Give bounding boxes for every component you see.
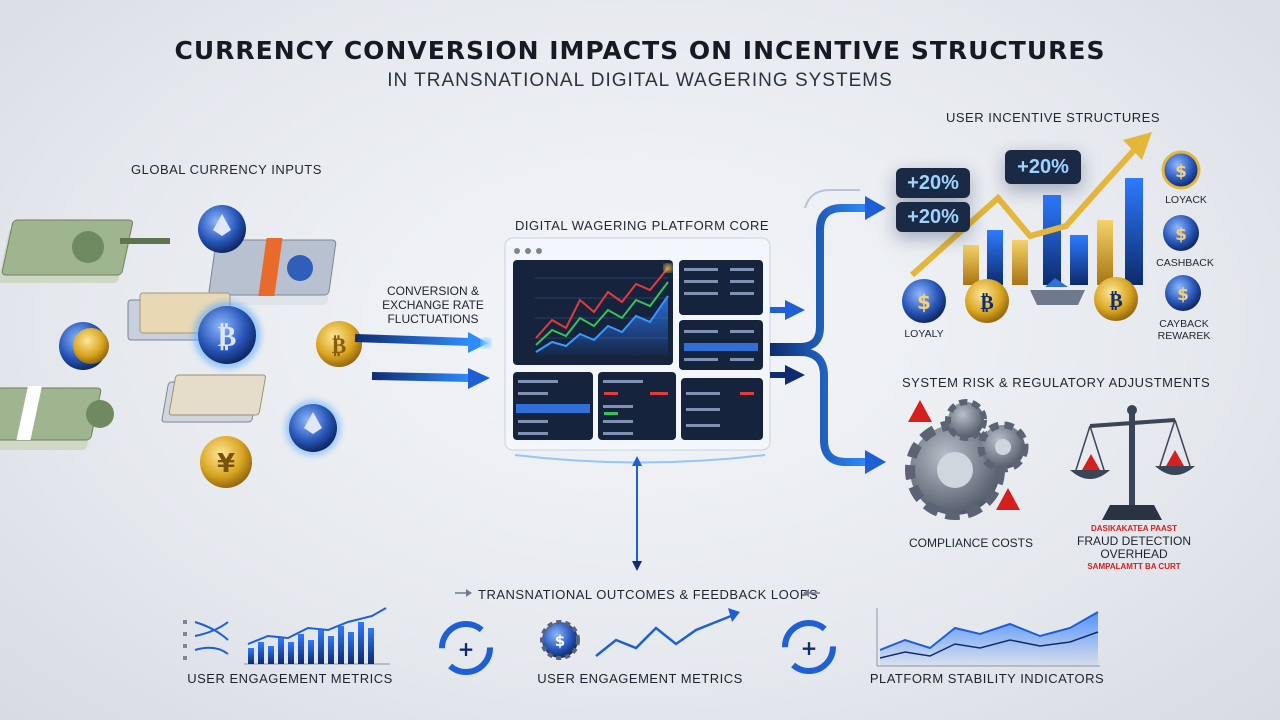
svg-text:$: $ — [917, 290, 931, 314]
currency-inputs-illustration: ₿ ₿ ¥ — [0, 205, 362, 488]
conversion-line-1: CONVERSION & — [386, 284, 479, 298]
regulatory-scales-illustration — [1070, 405, 1195, 520]
banknote-stack-right — [161, 374, 266, 423]
conversion-label: CONVERSION & EXCHANGE RATE FLUCTUATIONS — [378, 284, 488, 326]
engagement-chart-1 — [183, 607, 390, 665]
bonus-badge-1: +20% — [896, 168, 970, 198]
banknote-stack-usd — [0, 219, 170, 283]
svg-text:₿: ₿ — [1109, 288, 1122, 312]
feedback-loop-icon-1: + — [439, 621, 493, 675]
fraud-detection-label: FRAUD DETECTION OVERHEAD — [1068, 535, 1200, 561]
risk-gears-illustration — [905, 399, 1029, 520]
page-subtitle: IN TRANSNATIONAL DIGITAL WAGERING SYSTEM… — [387, 70, 893, 91]
incentive-bar-chart — [909, 132, 1152, 285]
core-label: DIGITAL WAGERING PLATFORM CORE — [515, 218, 770, 233]
platform-core-dashboard — [504, 237, 771, 464]
loyalty-coin-label: LOYACK — [1165, 194, 1207, 206]
conversion-arrows — [354, 332, 491, 389]
banknote-stack-euro — [207, 238, 337, 305]
svg-text:₿: ₿ — [332, 334, 347, 359]
banknote-stack-usd-2 — [0, 386, 114, 450]
outcome-label-3: PLATFORM STABILITY INDICATORS — [869, 671, 1105, 686]
output-arrows — [770, 189, 886, 474]
outcomes-divider — [455, 589, 820, 597]
conversion-line-2: EXCHANGE RATE — [382, 298, 484, 312]
svg-text:$: $ — [555, 632, 565, 650]
risk-label: SYSTEM RISK & REGULATORY ADJUSTMENTS — [902, 375, 1211, 390]
page-title: CURRENCY CONVERSION IMPACTS ON INCENTIVE… — [174, 36, 1106, 65]
bitcoin-gold-coin-icon — [316, 321, 362, 367]
conversion-line-3: FLUCTUATIONS — [387, 312, 479, 326]
svg-text:₿: ₿ — [218, 320, 237, 353]
compliance-costs-label: COMPLIANCE COSTS — [908, 536, 1034, 550]
fraud-detection-line-1: FRAUD DETECTION — [1077, 534, 1191, 548]
outcomes-label: TRANSNATIONAL OUTCOMES & FEEDBACK LOOPS — [478, 587, 819, 602]
engagement-chart-2: $ — [540, 608, 740, 660]
feedback-loop-icon-2: + — [782, 620, 836, 674]
stability-area-chart — [876, 608, 1100, 667]
fraud-detection-line-2: OVERHEAD — [1100, 547, 1168, 561]
loyalty-label: LOYALY — [904, 328, 944, 340]
svg-text:$: $ — [1175, 162, 1187, 182]
svg-text:$: $ — [1177, 285, 1189, 305]
bonus-badge-3: +20% — [1005, 150, 1081, 184]
order-book-panel-1 — [679, 260, 763, 315]
bonus-badge-2: +20% — [896, 202, 970, 232]
cashback-reward-coin-label: CAYBACK REWAREK — [1157, 318, 1211, 342]
incentive-coins: $ ₿ ₿ $ $ $ — [902, 150, 1201, 323]
yen-coin-icon — [200, 436, 252, 488]
inputs-label: GLOBAL CURRENCY INPUTS — [131, 162, 322, 177]
feedback-vertical-arrow — [632, 456, 642, 571]
bitcoin-coin-icon — [198, 306, 256, 364]
incentives-label: USER INCENTIVE STRUCTURES — [946, 110, 1161, 125]
outcome-label-1: USER ENGAGEMENT METRICS — [187, 671, 393, 686]
svg-text:$: $ — [1175, 225, 1187, 245]
fraud-red-caption-bottom: SAMPALAMTT BA CURT — [1087, 562, 1181, 571]
svg-text:¥: ¥ — [217, 449, 235, 479]
svg-text:+: + — [801, 636, 818, 660]
svg-text:₿: ₿ — [980, 290, 993, 314]
cashback-coin-label: CASHBACK — [1156, 257, 1214, 269]
svg-text:+: + — [458, 637, 475, 661]
fraud-red-caption-top: DASIKAKATEA PAAST — [1090, 524, 1178, 533]
outcome-label-2: USER ENGAGEMENT METRICS — [537, 671, 743, 686]
